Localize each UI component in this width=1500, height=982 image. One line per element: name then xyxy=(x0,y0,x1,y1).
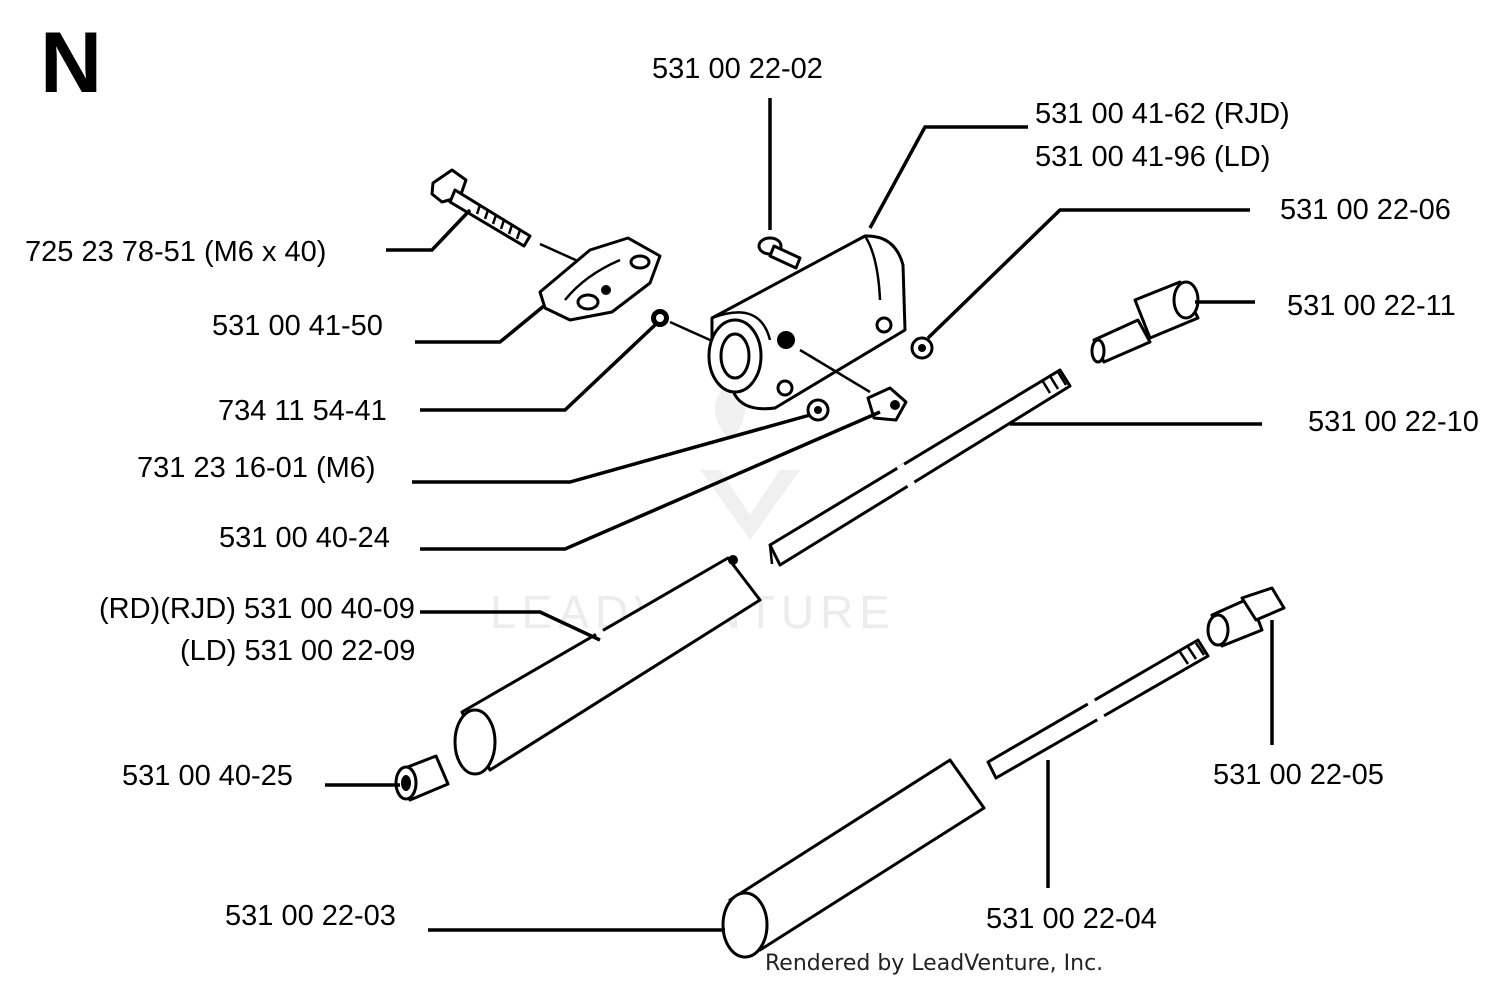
label-531004196: 531 00 41-96 (LD) xyxy=(1035,141,1270,173)
label-531002211: 531 00 22-11 xyxy=(1287,290,1456,322)
label-531004150: 531 00 41-50 xyxy=(212,310,383,342)
label-531002202: 531 00 22-02 xyxy=(652,53,823,85)
screw-part xyxy=(757,236,802,270)
watermark-v-icon xyxy=(700,470,800,540)
label-531002203: 531 00 22-03 xyxy=(225,900,396,932)
fitting-part xyxy=(1206,586,1286,648)
label-531004025: 531 00 40-25 xyxy=(122,760,293,792)
coupling-part xyxy=(1090,280,1200,364)
label-531002210: 531 00 22-10 xyxy=(1308,406,1479,438)
label-531002204: 531 00 22-04 xyxy=(986,903,1157,935)
section-letter: N xyxy=(40,15,102,111)
drive-shaft-upper-part xyxy=(768,368,1072,567)
label-734115441: 734 11 54-41 xyxy=(218,395,387,427)
end-plug-part xyxy=(394,754,450,802)
credit-text: Rendered by LeadVenture, Inc. xyxy=(765,951,1103,976)
label-725237851: 725 23 78-51 (M6 x 40) xyxy=(25,236,326,268)
label-531004009: (RD)(RJD) 531 00 40-09 xyxy=(99,593,415,625)
lower-tube-part xyxy=(721,758,986,959)
part-labels: 531 00 22-02 531 00 41-62 (RJD) 531 00 4… xyxy=(25,53,1479,935)
label-531002206: 531 00 22-06 xyxy=(1280,194,1451,226)
label-531004024: 531 00 40-24 xyxy=(219,522,390,554)
label-731231601: 731 23 16-01 (M6) xyxy=(137,452,376,484)
label-531002209: (LD) 531 00 22-09 xyxy=(180,635,415,667)
clamp-plate-part xyxy=(538,236,662,322)
housing-part xyxy=(707,234,907,411)
upper-tube-part xyxy=(453,555,762,776)
drive-shaft-lower-part xyxy=(986,638,1210,780)
label-531002205: 531 00 22-05 xyxy=(1213,759,1384,791)
label-531004162: 531 00 41-62 (RJD) xyxy=(1035,98,1290,130)
leader-lines xyxy=(325,98,1274,932)
bolt-m6x40-part xyxy=(430,168,532,248)
